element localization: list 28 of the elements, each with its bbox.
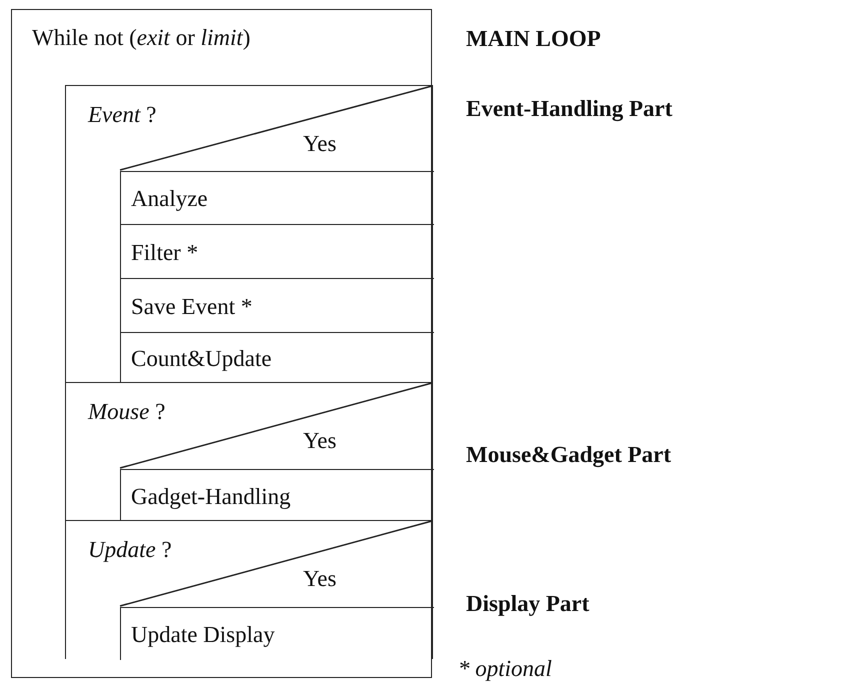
process-box — [120, 278, 434, 332]
process-box — [120, 607, 434, 660]
step-text: Update Display — [131, 623, 275, 646]
process-box — [120, 469, 434, 521]
step-text: Count&Update — [131, 347, 272, 370]
decision-block — [65, 85, 433, 382]
section-heading: MAIN LOOP — [466, 27, 601, 50]
branch-label: Yes — [303, 429, 336, 452]
branch-label: Yes — [303, 567, 336, 590]
condition-text: Event ? — [88, 103, 156, 126]
process-box — [120, 224, 434, 278]
section-heading: Event-Handling Part — [466, 97, 672, 120]
footnote: * optional — [458, 657, 552, 680]
step-text: Filter * — [131, 241, 198, 264]
step-text: Gadget-Handling — [131, 485, 291, 508]
decision-block — [65, 520, 433, 659]
condition-text: Mouse ? — [88, 400, 166, 423]
step-text: Save Event * — [131, 295, 252, 318]
loop-condition: While not (exit or limit) — [32, 26, 250, 49]
decision-block — [65, 382, 433, 520]
step-text: Analyze — [131, 187, 208, 210]
section-heading: Mouse&Gadget Part — [466, 443, 672, 466]
branch-label: Yes — [303, 132, 336, 155]
loop-box — [11, 9, 432, 678]
condition-text: Update ? — [88, 538, 172, 561]
process-box — [120, 332, 434, 383]
process-box — [120, 171, 434, 224]
section-heading: Display Part — [466, 592, 590, 615]
